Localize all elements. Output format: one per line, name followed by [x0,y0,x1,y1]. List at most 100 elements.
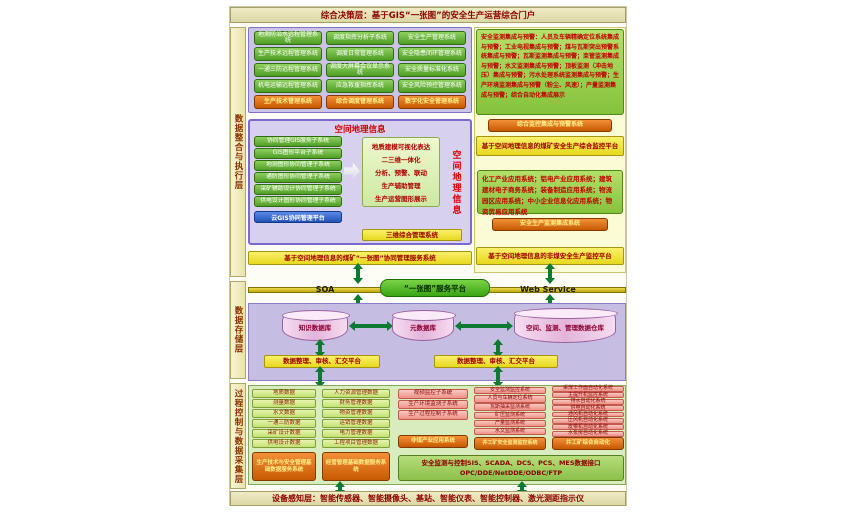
knowledge-database-cylinder: 知识数据库 [282,310,350,341]
subsystem-box: 视频监控子系统 [398,389,468,399]
system-box: 生产技术远程管理系统 [254,47,322,61]
subsystem-box: 供电自动化系统 [552,405,624,411]
system-box: 安全隐患闭环管理系统 [398,47,466,61]
viz-system-bar: 三维综合管理系统 [362,229,462,241]
mgmt-data-summary-box: 经营管理基础数据服务系统 [322,452,390,481]
tech-systems-list: 地测防治水远程管理系统生产技术远程管理系统一通三防远程管理系统机电运输远程管理系… [254,31,322,93]
scada-interface-bar: 安全监测与控制SIS、SCADA、DCS、PCS、MES数据接口 OPC/DDE… [398,455,624,481]
updown-arrow-icon [315,366,325,388]
gis-feature-item: 二三维一体化 [381,156,421,164]
updown-arrow-icon [493,339,503,358]
data-box: 采矿设计数据 [252,429,316,438]
industry-summary-box: 安全生产监测集成系统 [492,218,608,231]
subsystem-box: 水泵房自动化系统 [552,431,624,437]
knowledge-database-label: 知识数据库 [298,323,332,332]
automation-systems-list: 采煤工作面自动化系统主提升机监控系统排水自动化系统供电自动化系统通风机自动化系统… [552,386,624,437]
meta-database-label: 元数据库 [410,323,436,332]
gis-subsystem-box: 通防图形协同管理子系统 [254,172,342,183]
updown-arrow-icon [353,263,363,284]
soa-label: SOA [315,284,335,294]
subsystem-box: 产量监测系统 [474,419,546,428]
data-box: 物资管理数据 [322,409,390,418]
tech-data-list: 地质数据测量数据水文数据一通三防数据采矿设计数据供电设计数据 [252,389,316,448]
subsystem-box: 主提升机监控系统 [552,392,624,399]
decision-layer-bar: 综合决策层：基于GIS“一张图”的安全生产运营综合门户 [230,7,626,23]
monitoring-systems-list: 安全监测监控系统人员与车辆定位系统瓦斯抽采监测系统矿压监测系统产量监测系统水文监… [474,387,546,436]
dispatch-systems-list: 调度指挥分析子系统调度日常管理系统调度大屏幕会议显示系统应急救援指挥系统 [326,31,394,93]
data-box: 一通三防数据 [252,419,316,428]
system-box: 地测防治水远程管理系统 [254,31,322,45]
system-box: 调度日常管理系统 [326,47,394,61]
monitoring-summary-box: 井工矿安全监测监控系统 [474,437,546,450]
meta-database-cylinder: 元数据库 [392,310,456,341]
data-box: 水文数据 [252,409,316,418]
subsystem-box: 通风机自动化系统 [552,412,624,418]
system-box: 机电运输远程管理系统 [254,79,322,93]
tech-summary-box: 生产技术管理系统 [254,95,322,109]
safety-systems-list: 安全生产管理系统安全隐患闭环管理系统安全质量标准化系统安全风险预控管理系统 [398,31,466,93]
subsystem-box: 安全监测监控系统 [474,387,546,395]
dispatch-summary-box: 综合调度管理系统 [326,95,394,109]
data-box: 财务管理数据 [322,399,390,408]
safety-systems-column: 安全生产管理系统安全隐患闭环管理系统安全质量标准化系统安全风险预控管理系统 数字… [398,31,466,109]
system-box: 安全质量标准化系统 [398,63,466,77]
leftright-arrow-icon [349,321,393,331]
layer-label-storage: 数据存储层 [230,281,246,379]
subsystem-box: 排水自动化系统 [552,399,624,405]
layer-label-integration: 数据整合与执行层 [230,27,246,277]
industry-apps-panel: 化工产业应用系统；铝电产业应用系统；建筑建材电子商务系统；装备制造应用系统；物流… [477,170,623,216]
interface-line2: OPC/DDE/NetDDE/ODBC/FTP [459,469,563,477]
gis-subsystem-box: 供电设计图形协同管理子系统 [254,196,342,207]
subsystem-box: 生产环境监测子系统 [398,399,468,409]
tech-systems-column: 地测防治水远程管理系统生产技术远程管理系统一通三防远程管理系统机电运输远程管理系… [254,31,322,109]
system-box: 调度大屏幕会议显示系统 [326,63,394,77]
data-box: 运销管理数据 [322,419,390,428]
subsystem-box: 水文监测系统 [474,427,546,436]
subsystem-box: 人员与车辆定位系统 [474,395,546,403]
system-box: 安全生产管理系统 [398,31,466,45]
remote-systems-panel: 地测防治水远程管理系统生产技术远程管理系统一通三防远程管理系统机电运输远程管理系… [248,27,472,113]
gis-subsystem-box: 采矿辅助设计协同管理子系统 [254,184,342,195]
gis-feature-item: 分析、预警、联动 [375,169,427,177]
gis-feature-item: 生产辅助管理 [381,182,421,190]
gis-feature-panel: 地质建模可视化表达二三维一体化分析、预警、联动生产辅助管理生产运营图形展示 [362,137,440,207]
subsystem-box: 瓦斯抽采监测系统 [474,403,546,411]
webservice-label: Web Service [520,284,576,294]
monitor-integration-panel: 安全监测集成与预警：人员及车辆精确定位系统集成与预警；工业电视集成与预警；煤与瓦… [476,29,624,115]
leftright-arrow-icon [455,321,513,331]
cloud-gis-platform-box: 云GIS协同管理平台 [254,211,342,223]
subsystem-box: 压风机自动化系统 [552,418,624,424]
data-box: 工程项目管理数据 [322,439,390,448]
system-box: 安全风险预控管理系统 [398,79,466,93]
updown-arrow-icon [545,263,555,284]
surface-summary-box: 非煤产业应用系统 [398,435,468,448]
gis-feature-item: 地质建模可视化表达 [371,143,431,151]
gis-subsystem-box: 协同管理GIS服务子系统 [254,136,342,147]
device-layer-bar: 设备感知层：智能传感器、智能摄像头、基站、智能仪表、智能控制器、激光测距指示仪 [230,491,626,506]
system-box: 一通三防远程管理系统 [254,63,322,77]
flow-arrow-icon [344,162,360,180]
interface-line1: 安全监测与控制SIS、SCADA、DCS、PCS、MES数据接口 [421,458,601,467]
gis-subsystem-box: 地测图形协同管理子系统 [254,160,342,171]
coal-monitor-platform-bar: 基于空间地理信息的煤矿安全生产综合监控平台 [476,136,624,156]
updown-arrow-icon [315,339,325,358]
data-box: 测量数据 [252,399,316,408]
monitor-summary-box: 综合监控集成与预警系统 [488,119,612,132]
surface-systems-list: 视频监控子系统生产环境监测子系统生产过程控制子系统 [398,389,468,420]
updown-arrow-icon [493,366,503,388]
gis-side-label: 空间地理信息 [450,150,461,216]
system-box: 调度指挥分析子系统 [326,31,394,45]
dispatch-systems-column: 调度指挥分析子系统调度日常管理系统调度大屏幕会议显示系统应急救援指挥系统 综合调… [326,31,394,109]
data-box: 电力管理数据 [322,429,390,438]
tech-data-summary-box: 生产技术与安全管理基础数据服务系统 [252,452,316,481]
gis-subsystem-box: GIS图形平台子系统 [254,148,342,159]
subsystem-box: 矿压监测系统 [474,411,546,419]
subsystem-box: 皮带机自动化系统 [552,424,624,431]
architecture-diagram: 综合决策层：基于GIS“一张图”的安全生产运营综合门户 数据整合与执行层 数据存… [229,6,627,506]
subsystem-box: 采煤工作面自动化系统 [552,386,624,392]
data-box: 人力资源管理数据 [322,389,390,398]
gis-feature-item: 生产运营图形展示 [375,195,427,203]
